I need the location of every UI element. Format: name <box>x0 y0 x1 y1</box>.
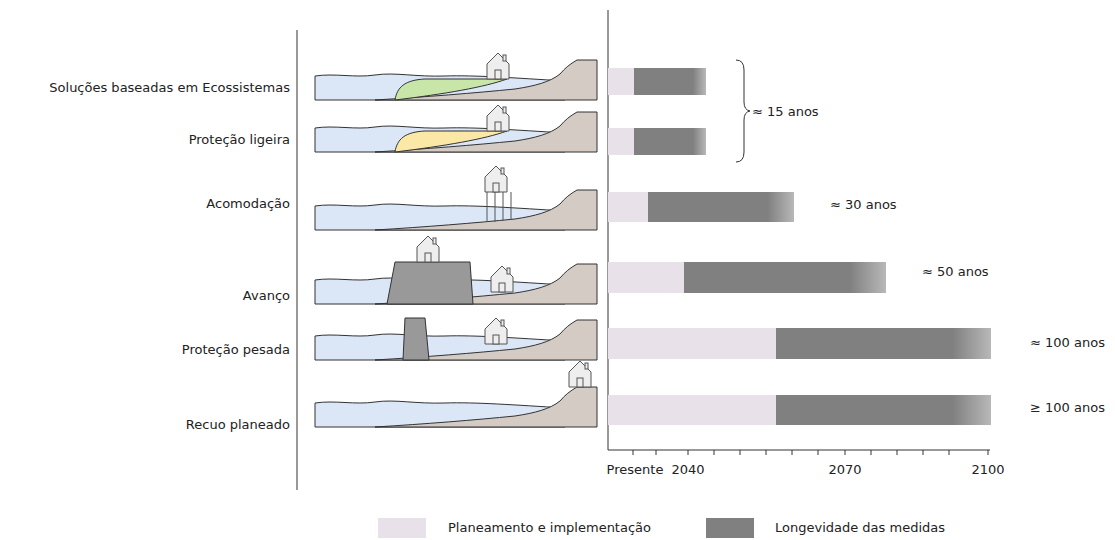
duration-label: ≈ 50 anos <box>922 264 989 280</box>
axis-label: Presente <box>607 462 664 478</box>
legend-swatch <box>378 518 426 538</box>
axis-label: 2040 <box>671 462 704 478</box>
row-label: Acomodação <box>206 196 290 212</box>
axis-ticks <box>633 450 988 455</box>
row-label: Proteção pesada <box>182 342 290 358</box>
scene-heavy-protection <box>315 318 597 360</box>
timeline-bars <box>608 68 991 425</box>
scene-ecosystem <box>315 53 597 100</box>
row-label: Soluções baseadas em Ecossistemas <box>49 80 290 96</box>
row-label: Recuo planeado <box>186 417 290 433</box>
axis-label: 2100 <box>971 462 1004 478</box>
legend-text: Longevidade das medidas <box>775 520 945 536</box>
row-label: Proteção ligeira <box>189 132 290 148</box>
axis-label: 2070 <box>828 462 861 478</box>
legend-text: Planeamento e implementação <box>448 520 651 536</box>
frame-line <box>297 30 298 490</box>
scene-advance <box>315 236 597 304</box>
scene-planned-retreat <box>315 361 597 427</box>
scene-accommodation <box>315 166 597 230</box>
row-label: Avanço <box>243 288 290 304</box>
time-axis <box>608 450 990 451</box>
brace <box>736 60 750 162</box>
legend-swatch <box>706 518 754 538</box>
duration-label: ≈ 100 anos <box>1030 335 1105 351</box>
duration-label: ≥ 100 anos <box>1030 400 1105 416</box>
duration-label: ≈ 30 anos <box>830 197 897 213</box>
duration-label: ≈ 15 anos <box>752 104 819 120</box>
scene-light-protection <box>315 105 597 152</box>
